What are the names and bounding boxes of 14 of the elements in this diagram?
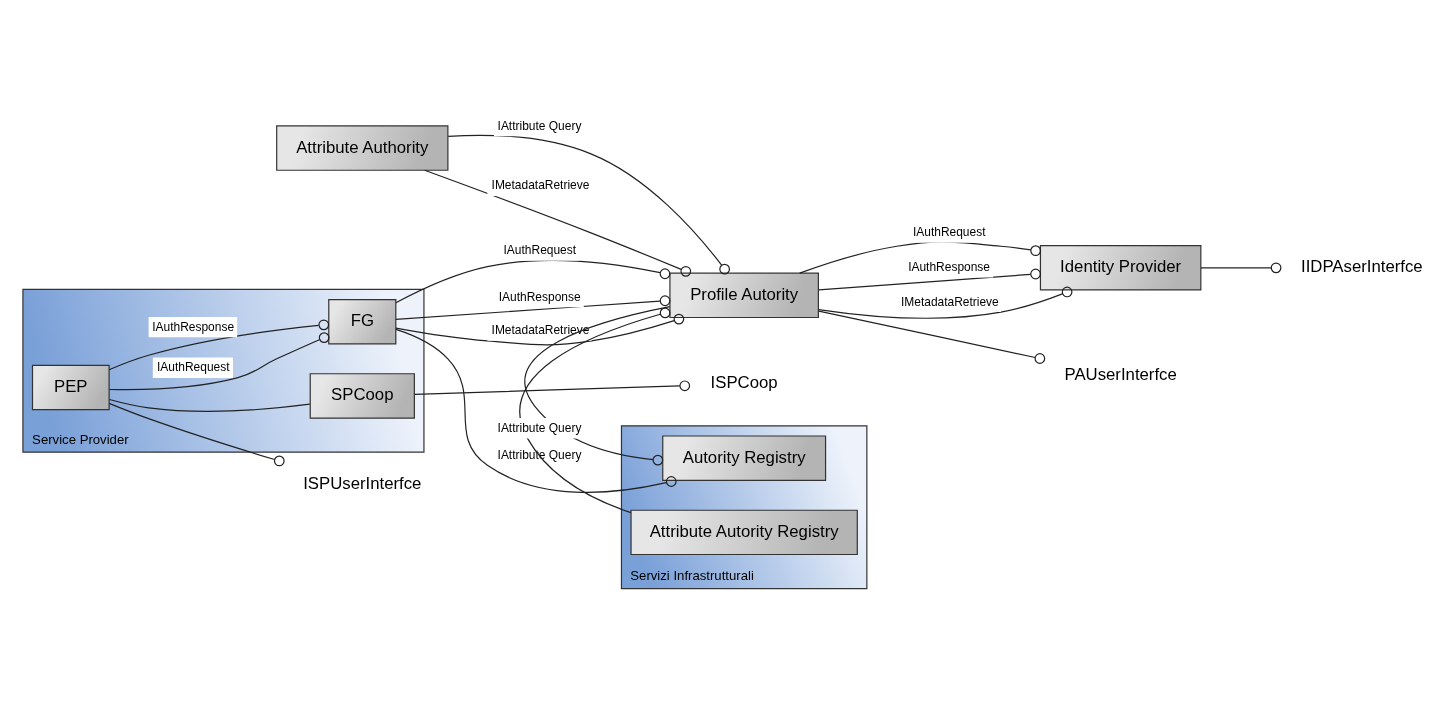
edge-label: IMetadataRetrieve [491,177,590,192]
node-text: PAUserInterfce [1064,364,1177,384]
node-text: IIDPAserInterfce [1301,256,1423,276]
node-text: ISPCoop [710,372,778,392]
edge-label: IAuthResponse [498,289,581,304]
edge-label: IAuthRequest [156,359,230,374]
edge-label: IAttribute Query [497,118,582,133]
edge-label: IAuthResponse [908,259,990,274]
edge-label: IAttribute Query [497,420,582,435]
edge-label: IMetadataRetrieve [900,294,999,309]
edge-label: IAuthRequest [503,242,577,257]
edge-label: IAuthResponse [152,319,235,334]
edge-label: IAuthRequest [912,224,986,239]
node-text: ISPUserInterfce [303,473,422,493]
